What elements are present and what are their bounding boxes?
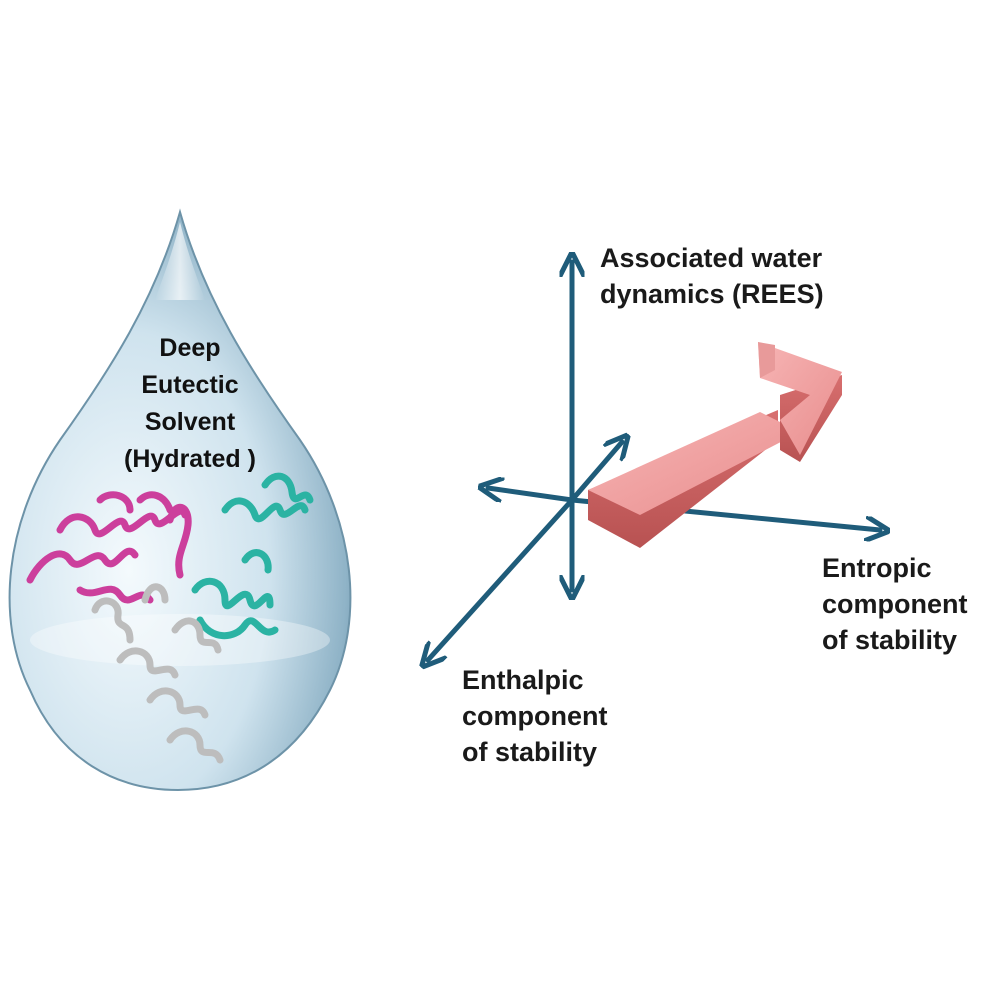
diagonal-axis-label-line-3: of stability [462, 737, 598, 767]
arrow-head-face [758, 342, 775, 378]
vertical-axis-label-line-2: dynamics (REES) [600, 279, 824, 309]
vertical-axis-label-line-1: Associated water [600, 243, 823, 273]
horizontal-axis-label: Entropic component of stability [822, 550, 968, 658]
protein-chain-magenta [26, 491, 192, 604]
horizontal-axis-label-line-1: Entropic [822, 553, 932, 583]
protein-chain-grey [91, 583, 224, 764]
protein-structure [26, 472, 314, 764]
droplet-label-line-3: Solvent [144, 408, 236, 436]
horizontal-axis-label-line-3: of stability [822, 625, 958, 655]
droplet-label-line-4: (Hydrated ) [124, 445, 256, 473]
resultant-arrow-3d [588, 342, 842, 548]
droplet-body [8, 208, 352, 792]
diagonal-axis-back [569, 442, 622, 503]
diagonal-axis-label-line-2: component [462, 701, 608, 731]
droplet-label-line-2: Eutectic [141, 371, 239, 399]
horizontal-axis-left [488, 488, 575, 503]
horizontal-axis-label-line-2: component [822, 589, 968, 619]
diagonal-axis-label-line-1: Enthalpic [462, 665, 584, 695]
diagonal-axis [428, 497, 575, 660]
diagonal-axis-label: Enthalpic component of stability [462, 662, 608, 770]
droplet-highlight [155, 222, 205, 300]
droplet-label: Deep Eutectic Solvent (Hydrated ) [70, 330, 310, 478]
arrow-shaft-top [588, 412, 800, 515]
vertical-axis-label: Associated water dynamics (REES) [600, 240, 824, 312]
protein-chain-teal [191, 472, 314, 640]
droplet-label-line-1: Deep [159, 334, 221, 362]
arrow-head-top [758, 342, 842, 455]
